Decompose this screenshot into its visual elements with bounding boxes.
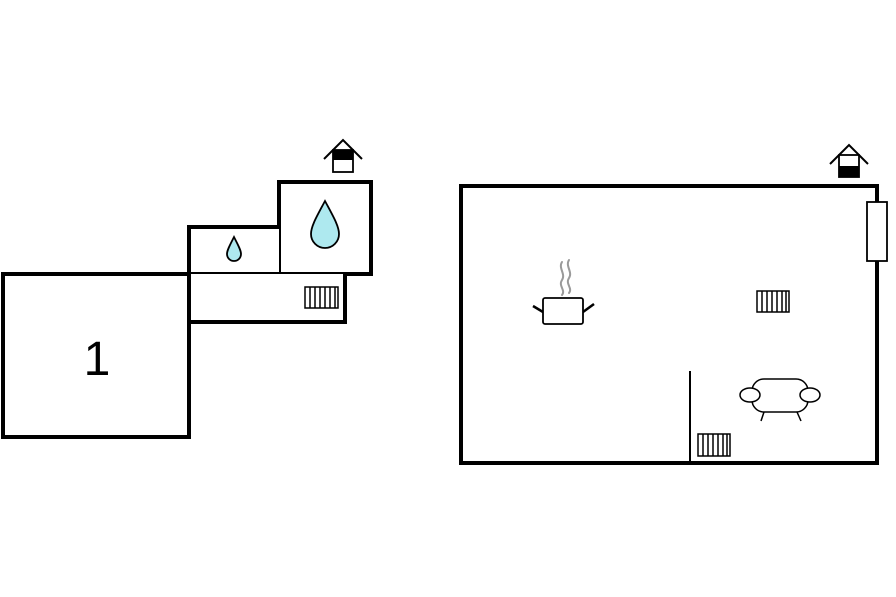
cooking-pot-icon: [532, 259, 595, 325]
room-1-number: 1: [84, 333, 111, 386]
radiator-icon: [697, 433, 731, 457]
water-drop-icon: [310, 199, 340, 249]
right-floor-plan: [459, 143, 888, 465]
window-icon: [866, 201, 888, 262]
room-1-walls: [1, 272, 191, 439]
entrance-icon: [323, 138, 363, 173]
hallway-walls: [187, 180, 373, 324]
left-floor-plan: 1: [1, 138, 373, 439]
radiator-icon: [304, 286, 339, 309]
sofa-icon: [739, 378, 821, 422]
entrance-icon: [829, 143, 869, 178]
main-room-walls: [459, 184, 879, 465]
water-drop-icon: [226, 234, 242, 262]
radiator-icon: [756, 290, 790, 313]
